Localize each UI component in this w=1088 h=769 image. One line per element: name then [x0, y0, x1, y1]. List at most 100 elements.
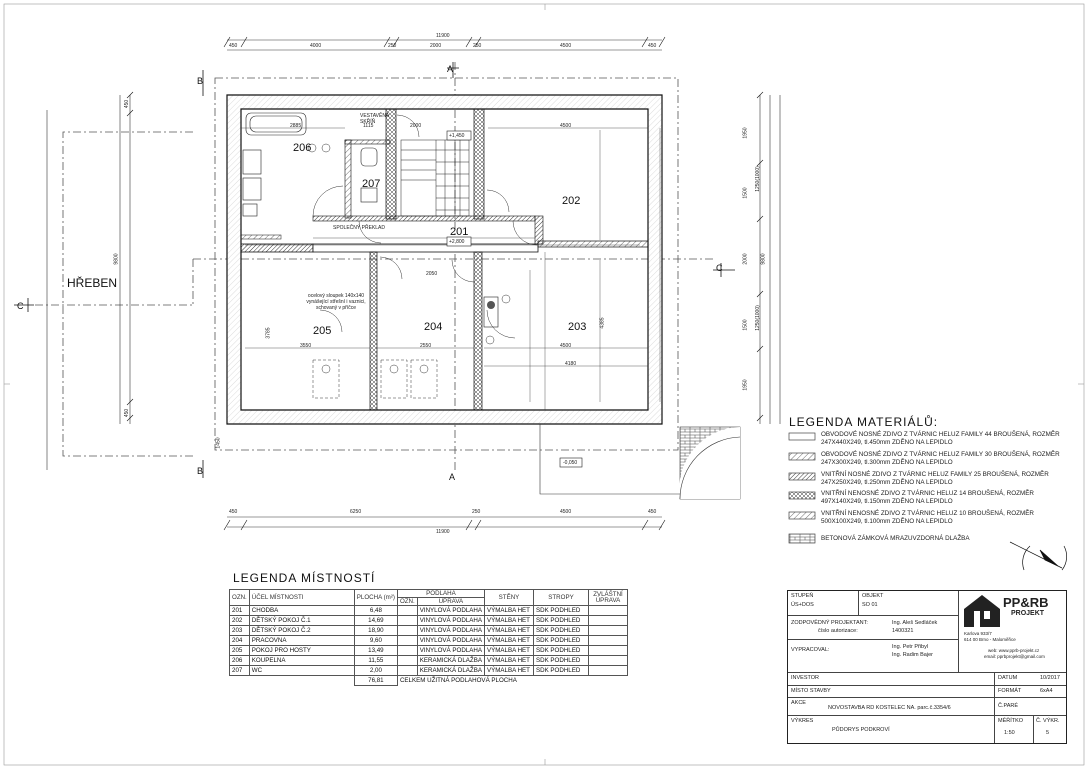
col-header-purpose: ÚČEL MÍSTNOSTI: [248, 589, 355, 606]
cvykr-label: Č. VÝKR.: [1036, 718, 1060, 724]
autorizace-value: 1400321: [892, 628, 914, 634]
table-row: 204 PRACOVNA 9,60 VINYLOVÁ PODLAHA VÝMAL…: [229, 635, 628, 646]
dim-int-9: 3785: [265, 327, 272, 339]
section-mark-a-bottom: A: [449, 472, 456, 482]
datum-value: 10/2017: [1040, 675, 1060, 681]
cell-num: 202: [229, 615, 250, 626]
dim-bottom-total: 11900: [436, 529, 450, 535]
meritko-value: 1:50: [1004, 730, 1015, 736]
col-header-walls: STĚNY: [483, 589, 534, 606]
web: web: www.pprb-projekt.cz: [988, 648, 1040, 653]
address-1: Karlova 933/7: [964, 631, 992, 636]
table-row: 206 KOUPELNA 11,55 KERAMICKÁ DLAŽBA VÝMA…: [229, 655, 628, 666]
material-text: OBVODOVÉ NOSNÉ ZDIVO Z TVÁRNIC HELUZ FAM…: [821, 431, 1060, 446]
room-number-203: 203: [568, 321, 587, 333]
cell-ceiling: SDK PODHLED: [532, 645, 589, 656]
rooms-table: OZN. ÚČEL MÍSTNOSTI PLOCHA (m²) PODLAHA …: [229, 589, 628, 686]
cell-num: 205: [229, 645, 250, 656]
investor-label: INVESTOR: [791, 675, 820, 681]
dim-int-10: 2050: [426, 271, 438, 277]
col-header-floor-num: OZN.: [396, 597, 418, 606]
dim-left-1: 9800: [113, 253, 120, 265]
dim-right-0: 1950: [742, 127, 749, 139]
dim-int-4: 3550: [300, 343, 312, 349]
total-label: CELKEM UŽITNÁ PODLAHOVÁ PLOCHA: [399, 677, 517, 685]
cell-purpose: PRACOVNA: [248, 635, 355, 646]
akce-value: NOVOSTAVBA RD KOSTELEC NA. parc.č.3354/6: [828, 705, 951, 711]
dim-top-0: 450: [229, 43, 238, 49]
level-outside: -0,050: [563, 460, 578, 466]
material-text: BETONOVÁ ZÁMKOVÁ MRAZUVZDORNÁ DLAŽBA: [821, 535, 970, 542]
total-area: 76,81: [353, 675, 398, 686]
cell-num: 204: [229, 635, 250, 646]
section-mark-c-left: C: [17, 301, 24, 311]
datum-label: DATUM: [998, 675, 1018, 681]
cell-purpose: CHODBA: [248, 605, 355, 616]
cell-ceiling: SDK PODHLED: [532, 615, 589, 626]
room-number-202: 202: [562, 195, 581, 207]
door-swings: [312, 114, 538, 339]
cell-floor: VINYLOVÁ PODLAHA: [416, 635, 485, 646]
dim-int-5: 2550: [420, 343, 432, 349]
objekt-value: SO 01: [862, 602, 878, 608]
format-value: 6xA4: [1040, 688, 1053, 694]
cell-floor: VINYLOVÁ PODLAHA: [416, 605, 485, 616]
table-row: 202 DĚTSKÝ POKOJ Č.1 14,69 VINYLOVÁ PODL…: [229, 615, 628, 626]
vykres-value: PŮDORYS PODKROVÍ: [832, 727, 890, 733]
bathroom-fixtures: [242, 112, 378, 217]
logo-text: PP&RB: [1003, 595, 1049, 610]
cell-num: 207: [229, 665, 250, 676]
cell-ceiling: SDK PODHLED: [532, 665, 589, 676]
dim-left-0: 450: [124, 99, 131, 109]
materials-legend-title: LEGENDA MATERIÁLŮ:: [789, 415, 939, 429]
section-mark-b-bottom: B: [197, 466, 204, 476]
staircase: [400, 139, 470, 217]
cell-purpose: WC: [248, 665, 355, 676]
cell-floor: VINYLOVÁ PODLAHA: [416, 625, 485, 636]
vypracoval-label: VYPRACOVAL:: [791, 647, 830, 653]
cell-area: 9,60: [353, 635, 398, 646]
cell-walls: VÝMALBA HET: [483, 635, 534, 646]
section-mark-c-right: C: [716, 263, 723, 273]
dim-int-3: 4500: [560, 123, 572, 129]
dim-top-total: 11900: [436, 33, 450, 39]
col-header-area: PLOCHA (m²): [353, 589, 398, 606]
material-text: VNITŘNÍ NOSNÉ ZDIVO Z TVÁRNIC HELUZ FAMI…: [821, 471, 1049, 486]
dim-int-11: 1450: [215, 437, 222, 449]
dim-int-6: 4500: [560, 343, 572, 349]
format-label: FORMÁT: [998, 688, 1022, 694]
cell-walls: VÝMALBA HET: [483, 605, 534, 616]
dim-left-2: 450: [124, 408, 131, 418]
material-text: OBVODOVÉ NOSNÉ ZDIVO Z TVÁRNIC HELUZ FAM…: [821, 451, 1060, 466]
cell-area: 6,48: [353, 605, 398, 616]
dim-int-7: 4180: [565, 361, 577, 367]
table-row: 203 DĚTSKÝ POKOJ Č.2 18,90 VINYLOVÁ PODL…: [229, 625, 628, 636]
cell-ceiling: SDK PODHLED: [532, 625, 589, 636]
cell-num: 206: [229, 655, 250, 666]
cell-floor: KERAMICKÁ DLAŽBA: [416, 655, 485, 666]
cell-floor: KERAMICKÁ DLAŽBA: [416, 665, 485, 676]
cell-purpose: DĚTSKÝ POKOJ Č.2: [248, 625, 355, 636]
dim-top-6: 450: [648, 43, 657, 49]
building-walls: [226, 94, 663, 425]
cell-num: 201: [229, 605, 250, 616]
dim-bottom-0: 450: [229, 509, 238, 515]
company-logo-icon: [964, 595, 1000, 627]
dim-bottom-2: 250: [472, 509, 481, 515]
autorizace-label: číslo autorizace:: [818, 628, 858, 634]
dim-right-4: 1950: [742, 379, 749, 391]
title-block: STUPEŇ ÚS+DOS OBJEKT SO 01 ZODPOVĚDNÝ PR…: [787, 590, 1067, 744]
section-markers: [14, 62, 735, 478]
cell-walls: VÝMALBA HET: [483, 655, 534, 666]
stupen-label: STUPEŇ: [791, 593, 814, 599]
cell-purpose: DĚTSKÝ POKOJ Č.1: [248, 615, 355, 626]
objekt-label: OBJEKT: [862, 593, 884, 599]
room-number-204: 204: [424, 321, 443, 333]
level-main: +2,800: [449, 239, 465, 245]
zodpovedny-value: Ing. Aleš Sedláček: [892, 620, 938, 626]
cvykr-value: 5: [1046, 730, 1050, 736]
cell-num: 203: [229, 625, 250, 636]
cell-walls: VÝMALBA HET: [483, 615, 534, 626]
total-row: 76,81 CELKEM UŽITNÁ PODLAHOVÁ PLOCHA: [230, 675, 628, 686]
